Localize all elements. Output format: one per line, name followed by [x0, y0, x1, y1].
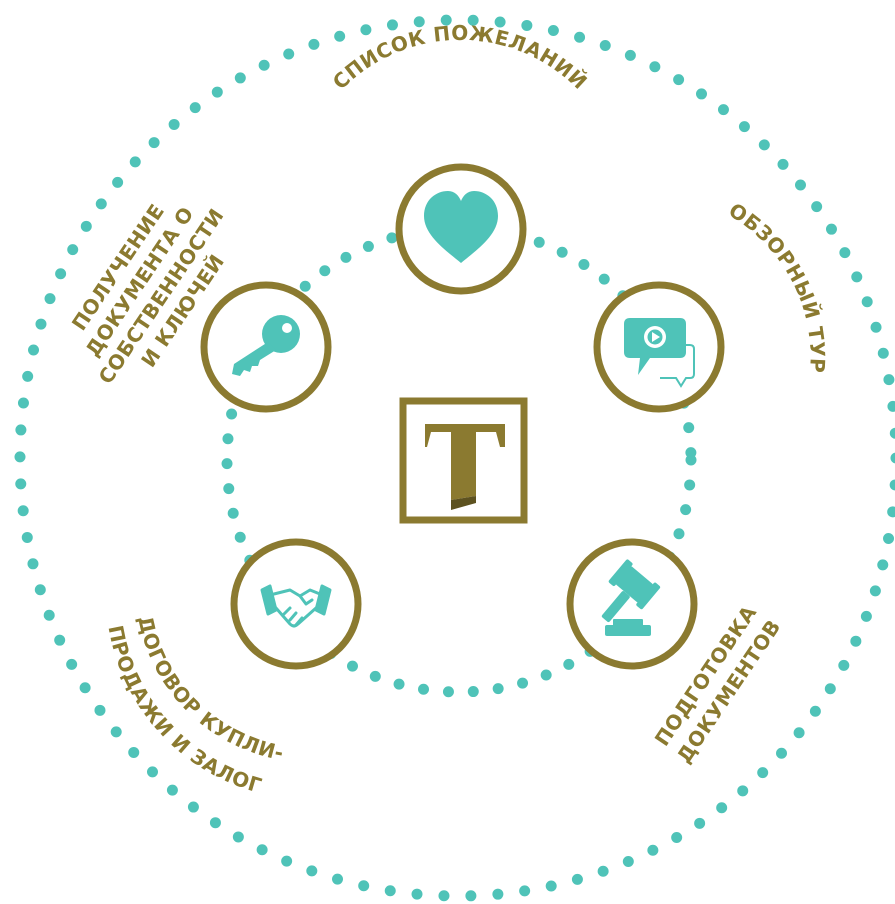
- gavel-icon: [601, 559, 661, 636]
- inner-dotted-ring: [221, 222, 697, 698]
- t-monogram-logo: [399, 397, 528, 524]
- step-contract: [230, 538, 362, 670]
- step-keys: [200, 281, 332, 413]
- heart-icon: [424, 191, 498, 263]
- step-tour: [593, 281, 725, 413]
- video-chat-icon: [624, 318, 695, 388]
- step-ring: [230, 538, 362, 670]
- key-icon: [232, 315, 300, 376]
- step-ring: [566, 538, 698, 670]
- outer-dotted-ring: [14, 14, 895, 902]
- handshake-icon: [260, 584, 332, 628]
- step-wishlist: [395, 163, 527, 295]
- label-tour: ОБЗОРНЫЙ ТУР: [725, 198, 830, 374]
- step-documents: [566, 538, 698, 670]
